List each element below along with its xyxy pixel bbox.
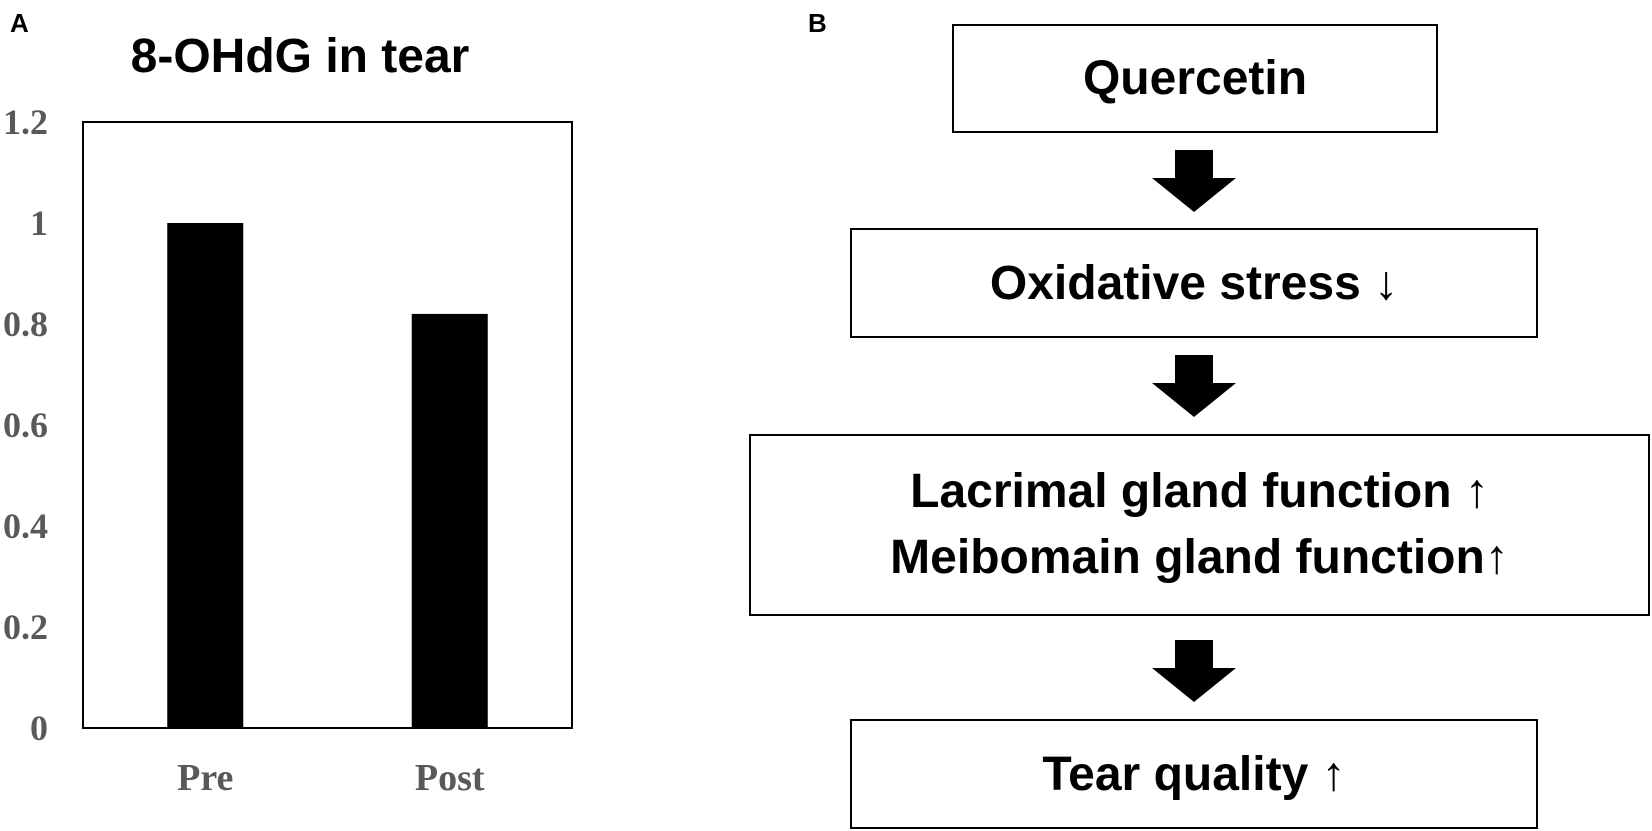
y-tick-label: 0.6 [3, 405, 48, 445]
bar-pre [167, 223, 244, 728]
x-axis-ticks: Pre Post [177, 757, 485, 799]
y-tick-label: 0 [30, 708, 48, 748]
y-tick-label: 0.8 [3, 304, 48, 344]
flow-box-tear-quality: Tear quality ↑ [850, 719, 1538, 829]
flow-text-lacrimal: Lacrimal gland function ↑ [910, 464, 1489, 518]
flow-text-quercetin: Quercetin [1082, 52, 1308, 105]
flow-text-tear-quality: Tear quality ↑ [1042, 747, 1346, 801]
bars [167, 223, 488, 728]
flow-text-oxidative-stress: Oxidative stress ↓ [989, 256, 1399, 310]
flow-text-meibomain: Meibomain gland function↑ [890, 531, 1509, 584]
y-tick-label: 0.2 [3, 607, 48, 647]
flow-box-quercetin: Quercetin [952, 24, 1438, 133]
y-axis-ticks: 0 0.2 0.4 0.6 0.8 1 1.2 [3, 102, 48, 748]
chart-title: 8-OHdG in tear [131, 30, 470, 83]
flow-box-oxidative-stress: Oxidative stress ↓ [850, 228, 1538, 338]
down-arrow-icon [1152, 150, 1236, 212]
panel-b-label: B [808, 8, 827, 38]
y-tick-label: 0.4 [3, 506, 48, 546]
bar-chart: 8-OHdG in tear 0 0.2 0.4 0.6 0.8 1 1.2 Pre Post [3, 30, 573, 799]
down-arrow-icon [1152, 640, 1236, 702]
down-arrow-icon [1152, 355, 1236, 417]
flow-box-gland-function: Lacrimal gland function ↑ Meibomain glan… [749, 434, 1650, 616]
x-tick-label: Post [415, 757, 485, 799]
y-tick-label: 1 [30, 203, 48, 243]
y-tick-label: 1.2 [3, 102, 48, 142]
x-tick-label: Pre [177, 757, 233, 799]
bar-post [411, 313, 488, 728]
panel-a-label: A [10, 8, 29, 38]
plot-area-frame [82, 121, 573, 729]
